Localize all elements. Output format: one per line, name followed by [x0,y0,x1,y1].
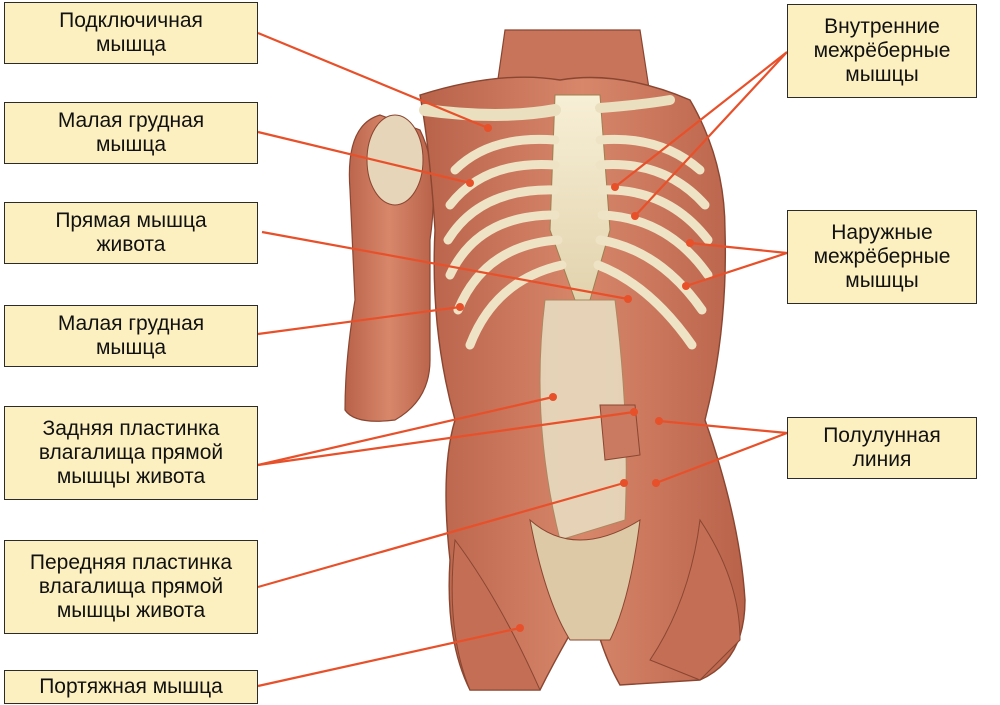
label-rectus-abdominis: Прямая мышца живота [4,202,258,264]
clavicle-left [419,104,561,121]
label-pectoralis-minor-upper: Малая грудная мышца [4,102,258,164]
label-internal-intercostal: Внутренние межрёберные мышцы [787,4,977,98]
label-pectoralis-minor-lower: Малая грудная мышца [4,305,258,367]
thigh-right [649,518,741,681]
leader-anchors [456,124,694,632]
leader-lines [257,31,788,688]
label-semilunar-line: Полулунная линия [787,417,977,479]
rib-cage [443,134,713,350]
label-external-intercostal: Наружные межрёберные мышцы [787,210,977,304]
label-subclavius: Подключичная мышца [4,2,258,64]
label-posterior-rectus-sheath: Задняя пластинка влагалища прямой мышцы … [4,406,258,500]
thigh-left [451,538,541,691]
rectus-muscle-window [599,404,641,461]
inguinal-region [529,518,641,641]
clavicle-right [595,95,675,113]
shoulder-joint [366,114,424,206]
label-anterior-rectus-sheath: Передняя пластинка влагалища прямой мышц… [4,540,258,634]
label-sartorius: Портяжная мышца [4,670,258,704]
